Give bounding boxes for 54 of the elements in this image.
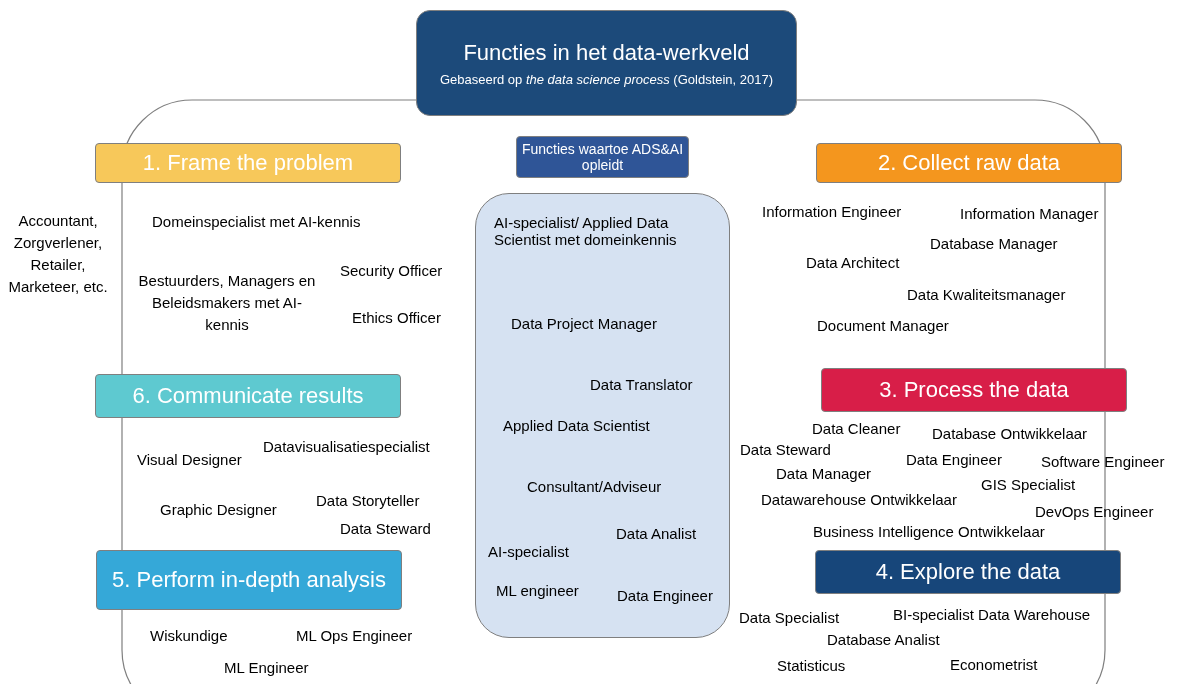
- role-text: Database Analist: [827, 631, 940, 648]
- role-text: BI-specialist Data Warehouse: [893, 606, 1091, 623]
- role-text: Data Kwaliteitsmanager: [907, 286, 1066, 303]
- step-box: 5. Perform in-depth analysis: [96, 550, 402, 610]
- step-box: 1. Frame the problem: [95, 143, 401, 183]
- title-text: Functies in het data-werkveld: [463, 39, 750, 66]
- role-text: Business Intelligence Ontwikkelaar: [813, 523, 1045, 540]
- title-box: [416, 10, 797, 116]
- role-text: GIS Specialist: [981, 476, 1076, 493]
- role-text: Data Specialist: [739, 609, 840, 626]
- role-text: Data Analist: [616, 525, 697, 542]
- role-text: Domeinspecialist met AI-kennis: [152, 213, 361, 230]
- header-box: Functies waartoe ADS&AI opleidt: [516, 136, 689, 178]
- role-text: Applied Data Scientist: [503, 417, 650, 434]
- role-text: Data Engineer: [906, 451, 1002, 468]
- role-group-text: Bestuurders, Managers en Beleidsmakers met AI-kennis: [138, 271, 316, 335]
- role-text: Datawarehouse Ontwikkelaar: [761, 491, 957, 508]
- role-text: Data Manager: [776, 465, 872, 482]
- role-text: Database Ontwikkelaar: [932, 425, 1088, 442]
- step-box: 4. Explore the data: [815, 550, 1121, 594]
- role-group-text: Accountant, Zorgverlener, Retailer, Marketeer, etc.: [8, 211, 108, 297]
- role-text: Data Steward: [340, 520, 431, 537]
- role-text: Econometrist: [950, 656, 1038, 673]
- role-text: Visual Designer: [137, 451, 242, 468]
- role-text: Data Storyteller: [316, 492, 420, 509]
- role-text: ML Ops Engineer: [296, 627, 413, 644]
- role-text: Document Manager: [817, 317, 949, 334]
- role-text: Data Project Manager: [511, 315, 657, 332]
- step-box: 6. Communicate results: [95, 374, 401, 418]
- role-text: DevOps Engineer: [1035, 503, 1154, 520]
- role-text: Consultant/Adviseur: [527, 478, 662, 495]
- role-panel: [475, 193, 730, 638]
- subtitle-text: Gebaseerd op the data science process (Goldstein, 2017): [439, 71, 774, 87]
- role-text: Software Engineer: [1041, 453, 1165, 470]
- role-text: Data Steward: [740, 441, 831, 458]
- role-text: AI-specialist: [488, 543, 569, 560]
- role-text: Data Architect: [806, 254, 900, 271]
- role-text: Datavisualisatiespecialist: [263, 438, 430, 455]
- role-text: Ethics Officer: [352, 309, 441, 326]
- role-text: Information Manager: [960, 205, 1099, 222]
- role-text: Database Manager: [930, 235, 1058, 252]
- role-text: Wiskundige: [150, 627, 228, 644]
- role-text: Information Engineer: [762, 203, 902, 220]
- role-text: ML Engineer: [224, 659, 309, 676]
- role-text: Data Engineer: [617, 587, 713, 604]
- role-text: AI-specialist/ Applied Data Scientist met domeinkennis: [494, 214, 678, 248]
- role-text: Data Translator: [590, 376, 693, 393]
- step-box: 2. Collect raw data: [816, 143, 1122, 183]
- role-text: Statisticus: [777, 657, 846, 674]
- role-text: ML engineer: [496, 582, 579, 599]
- step-box: 3. Process the data: [821, 368, 1127, 412]
- role-text: Graphic Designer: [160, 501, 277, 518]
- role-text: Security Officer: [340, 262, 443, 279]
- role-text: Data Cleaner: [812, 420, 901, 437]
